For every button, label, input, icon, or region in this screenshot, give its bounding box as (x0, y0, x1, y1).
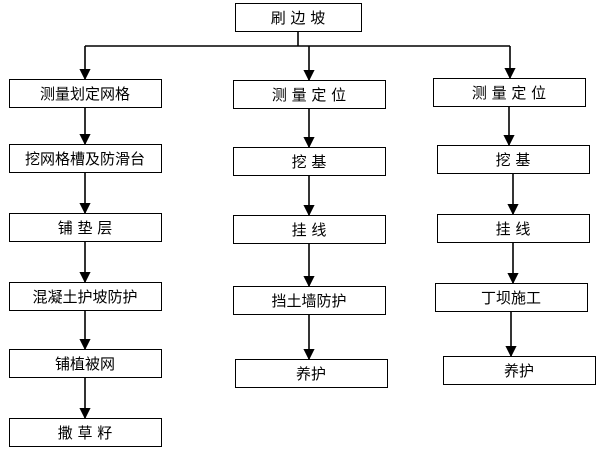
flow-node-survey-grid: 测量划定网格 (9, 79, 162, 108)
flow-node-box (435, 283, 588, 312)
flowchart-edges (79, 32, 519, 420)
flow-node-survey-position-right: 测 量 定 位 (433, 78, 586, 107)
flow-node-lay-vegetation-net: 铺植被网 (9, 349, 162, 378)
flow-node-label: 挂 线 (496, 220, 531, 238)
flow-node-label: 挡土墙防护 (271, 292, 346, 310)
flow-node-box (9, 79, 162, 108)
flow-node-dig-grid-trench: 挖网格槽及防滑台 (9, 144, 162, 173)
flow-node-survey-position-mid: 测 量 定 位 (233, 80, 386, 109)
flow-node-label: 测量划定网格 (40, 85, 130, 103)
flow-node-box (233, 80, 386, 109)
flow-node-label: 养护 (296, 365, 326, 383)
flow-node-hang-line-right: 挂 线 (437, 214, 590, 243)
flow-node-box (437, 145, 590, 174)
flow-node-concrete-slope: 混凝土护坡防护 (9, 282, 162, 311)
flow-node-box (9, 144, 162, 173)
flow-node-brush-slope: 刷 边 坡 (235, 3, 362, 32)
flow-node-curing-right: 养护 (443, 356, 596, 385)
flow-node-label: 撒 草 籽 (58, 424, 113, 442)
flow-node-curing-mid: 养护 (235, 359, 388, 388)
flow-node-box (233, 286, 386, 315)
flow-node-box (443, 356, 596, 385)
flow-node-lay-cushion: 铺 垫 层 (9, 213, 162, 242)
flow-node-box (233, 147, 386, 176)
flow-node-label: 刷 边 坡 (271, 9, 326, 27)
flow-node-label: 挖 基 (496, 151, 531, 169)
flow-node-label: 挖 基 (292, 153, 327, 171)
flow-node-label: 混凝土护坡防护 (32, 288, 137, 306)
flow-node-box (9, 349, 162, 378)
flow-node-box (433, 78, 586, 107)
flow-node-box (9, 213, 162, 242)
flow-node-dig-foundation-mid: 挖 基 (233, 147, 386, 176)
flow-node-label: 铺植被网 (55, 355, 115, 373)
flow-node-retaining-wall: 挡土墙防护 (233, 286, 386, 315)
flow-node-label: 铺 垫 层 (58, 219, 113, 237)
flow-node-spur-dike: 丁坝施工 (435, 283, 588, 312)
flow-node-label: 挂 线 (292, 221, 327, 239)
flow-node-box (9, 418, 162, 447)
flow-node-dig-foundation-right: 挖 基 (437, 145, 590, 174)
flow-node-label: 测 量 定 位 (272, 86, 346, 104)
flow-node-label: 养护 (504, 362, 534, 380)
flow-node-label: 测 量 定 位 (472, 84, 546, 102)
flow-node-box (9, 282, 162, 311)
flow-node-sow-grass-seed: 撒 草 籽 (9, 418, 162, 447)
flow-node-box (437, 214, 590, 243)
flow-node-box (235, 359, 388, 388)
flow-node-hang-line-mid: 挂 线 (233, 215, 386, 244)
flow-node-label: 挖网格槽及防滑台 (25, 150, 145, 168)
flow-node-box (235, 3, 362, 32)
flow-node-label: 丁坝施工 (481, 289, 541, 307)
flow-node-box (233, 215, 386, 244)
